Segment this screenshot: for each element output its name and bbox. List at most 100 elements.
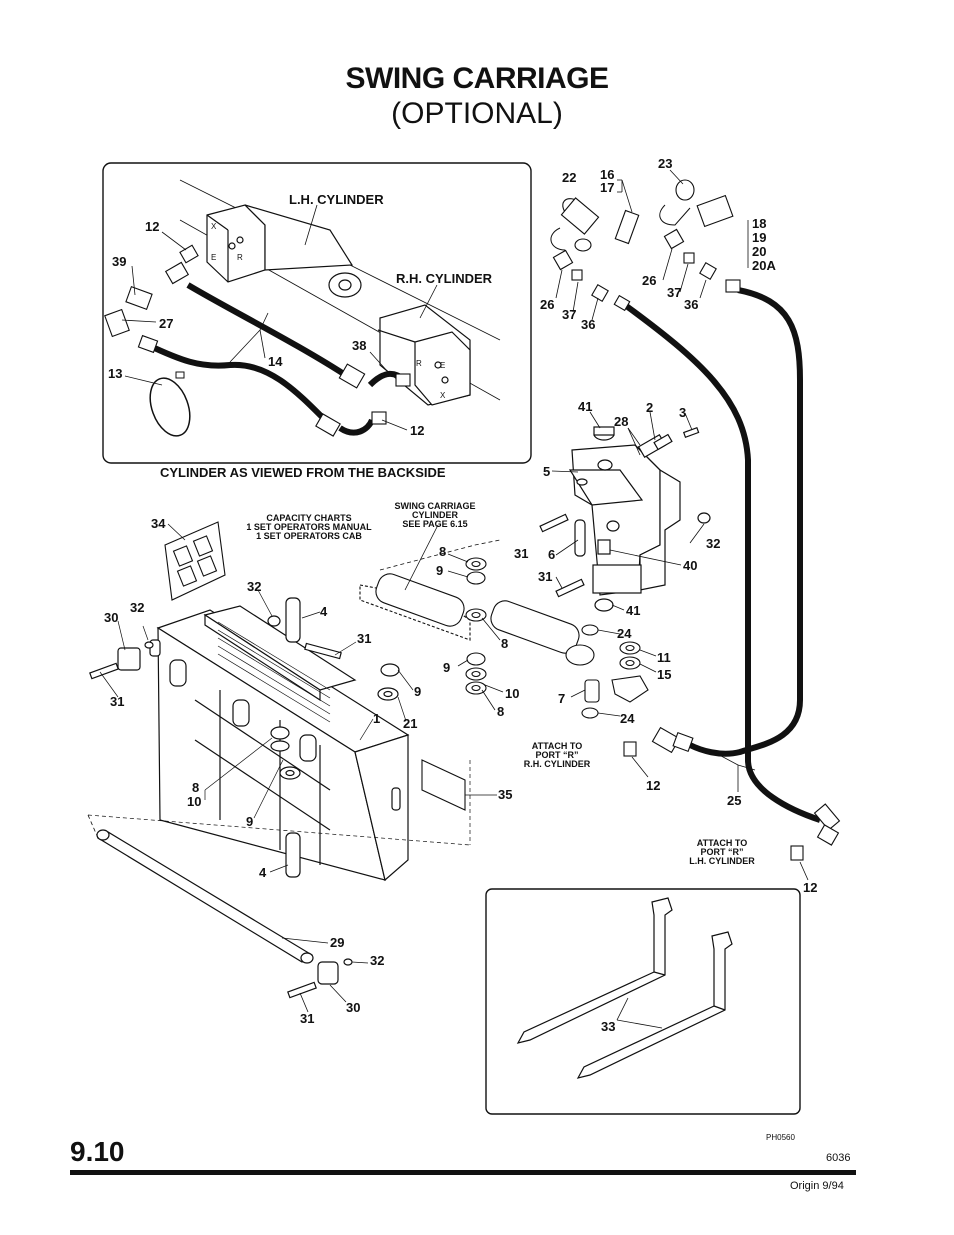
callout-32: 32 (370, 953, 384, 968)
callout-12: 12 (803, 880, 817, 895)
callout-8: 8 (192, 780, 199, 795)
figure-code: PH0560 (766, 1133, 795, 1142)
page-number: 9.10 (70, 1136, 125, 1167)
callout-7: 7 (558, 691, 565, 706)
lh-cylinder-label: L.H. CYLINDER (289, 192, 384, 207)
callout-4: 4 (320, 604, 328, 619)
hose-25a (623, 302, 821, 823)
note-attach-rh-line3: R.H. CYLINDER (524, 759, 591, 769)
callout-32: 32 (247, 579, 261, 594)
callout-9: 9 (443, 660, 450, 675)
callout-17: 17 (600, 180, 614, 195)
forks-inset: 33 (485, 888, 801, 1115)
decals: 34 35 (151, 516, 512, 811)
callout-25: 25 (727, 793, 741, 808)
callout-29: 29 (330, 935, 344, 950)
callout-13: 13 (108, 366, 122, 381)
note-attach-lh-line2: PORT “R” (700, 847, 743, 857)
note-attach-lh-line3: L.H. CYLINDER (689, 856, 755, 866)
callout-31: 31 (538, 569, 552, 584)
callout-22: 22 (562, 170, 576, 185)
callout-10: 10 (187, 794, 201, 809)
shaft-assembly: 29 32 30 31 (87, 814, 384, 1026)
notes: CAPACITY CHARTS 1 SET OPERATORS MANUAL 1… (246, 501, 755, 866)
callout-18: 18 (752, 216, 766, 231)
callout-26: 26 (642, 273, 656, 288)
callout-24: 24 (617, 626, 632, 641)
callout-31: 31 (357, 631, 371, 646)
callout-36: 36 (684, 297, 698, 312)
note-capacity-line3: 1 SET OPERATORS CAB (256, 531, 362, 541)
callout-14: 14 (268, 354, 283, 369)
callout-34: 34 (151, 516, 166, 531)
port-r-lh: R (237, 253, 243, 262)
callout-15: 15 (657, 667, 671, 682)
callout-35: 35 (498, 787, 512, 802)
callout-19: 19 (752, 230, 766, 245)
callout-32: 32 (706, 536, 720, 551)
callout-23: 23 (658, 156, 672, 171)
note-attach-rh-line1: ATTACH TO (532, 741, 583, 751)
port-e-rh: E (440, 361, 445, 370)
forks-frame (485, 888, 801, 1115)
lh-cylinder-drawing (179, 179, 501, 401)
note-swing-line1: SWING CARRIAGE (395, 501, 476, 511)
hose-25b (688, 287, 803, 757)
callout-32: 32 (130, 600, 144, 615)
callout-6: 6 (548, 547, 555, 562)
inset-frame (102, 162, 532, 464)
callout-31: 31 (110, 694, 124, 709)
callout-8: 8 (439, 544, 446, 559)
callout-5: 5 (543, 464, 550, 479)
callout-3: 3 (679, 405, 686, 420)
callout-10: 10 (505, 686, 519, 701)
callout-12: 12 (410, 423, 424, 438)
callout-21: 21 (403, 716, 417, 731)
callout-9: 9 (414, 684, 421, 699)
callout-41: 41 (626, 603, 640, 618)
callout-27: 27 (159, 316, 173, 331)
note-capacity-line1: CAPACITY CHARTS (266, 513, 351, 523)
callout-12: 12 (145, 219, 159, 234)
callout-38: 38 (352, 338, 366, 353)
callout-31: 31 (514, 546, 528, 561)
callout-8: 8 (501, 636, 508, 651)
inset-caption: CYLINDER AS VIEWED FROM THE BACKSIDE (160, 465, 446, 480)
port-r-rh: R (416, 359, 422, 368)
carriage-frame: 32 30 31 32 4 31 9 21 1 8 10 9 4 (87, 579, 471, 882)
port-x-lh: X (211, 222, 217, 231)
callout-30: 30 (346, 1000, 360, 1015)
callout-24: 24 (620, 711, 635, 726)
footer-rule (70, 1170, 856, 1175)
callout-16: 16 (600, 167, 614, 182)
hose-14b (146, 342, 333, 428)
page-title: SWING CARRIAGE (345, 62, 610, 95)
callout-33: 33 (601, 1019, 615, 1034)
swing-cylinder: 8 9 8 9 10 8 24 11 15 7 24 (359, 524, 671, 726)
callout-31: 31 (300, 1011, 314, 1026)
hose-clamp (149, 377, 191, 437)
callout-1: 1 (373, 711, 380, 726)
callout-28: 28 (614, 414, 628, 429)
rh-cylinder-label: R.H. CYLINDER (396, 271, 493, 286)
hose-assembly: 22 16 17 23 18 19 20 20A 26 37 36 26 37 … (540, 156, 841, 895)
rh-cylinder-drawing (377, 304, 471, 406)
callout-37: 37 (667, 285, 681, 300)
note-capacity-line2: 1 SET OPERATORS MANUAL (246, 522, 372, 532)
pivot-bracket: 41 28 2 3 5 31 6 32 40 31 41 (514, 399, 720, 618)
callout-37: 37 (562, 307, 576, 322)
port-e-lh: E (211, 253, 216, 262)
port-x-rh: X (440, 391, 446, 400)
callout-4: 4 (259, 865, 267, 880)
callout-39: 39 (112, 254, 126, 269)
callout-2: 2 (646, 400, 653, 415)
note-attach-rh-line2: PORT “R” (535, 750, 578, 760)
callout-41: 41 (578, 399, 592, 414)
callout-11: 11 (657, 650, 671, 665)
callout-30: 30 (104, 610, 118, 625)
callout-26: 26 (540, 297, 554, 312)
inset-fittings (104, 244, 411, 437)
hose-14a (186, 282, 352, 381)
callout-9: 9 (436, 563, 443, 578)
